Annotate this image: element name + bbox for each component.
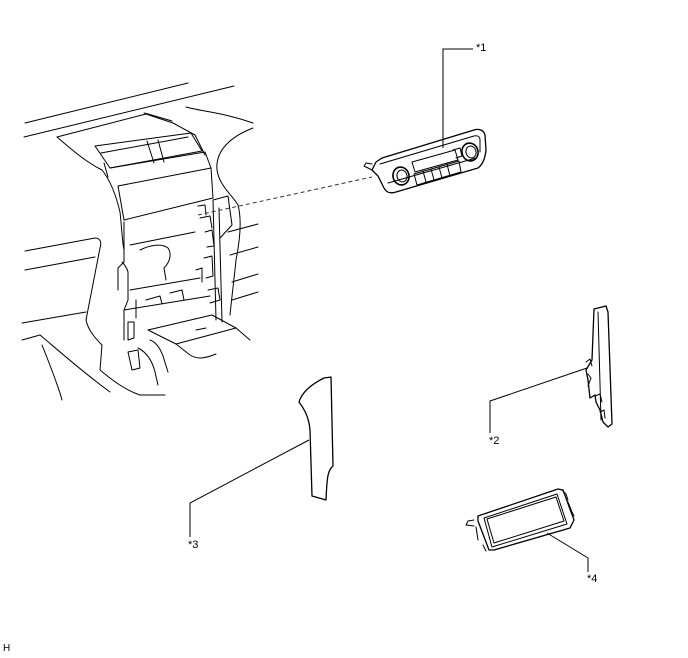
corner-marker: H xyxy=(3,643,11,654)
callout-label-4: *4 xyxy=(587,573,598,585)
leader-line-2 xyxy=(489,367,588,433)
leader-line-1 xyxy=(442,48,473,148)
part-4-bezel xyxy=(465,488,589,572)
leader-line-3 xyxy=(189,439,310,537)
callout-label-3: *3 xyxy=(188,539,199,551)
instrument-panel-assembly xyxy=(21,82,259,401)
part-1-climate-control-panel xyxy=(363,48,487,194)
installation-guide-line xyxy=(197,176,373,216)
callout-label-2: *2 xyxy=(489,435,500,447)
leader-line-4 xyxy=(546,532,589,572)
part-2-right-side-trim xyxy=(489,305,613,433)
part-3-left-side-trim xyxy=(189,376,334,537)
callout-label-1: *1 xyxy=(476,42,487,54)
